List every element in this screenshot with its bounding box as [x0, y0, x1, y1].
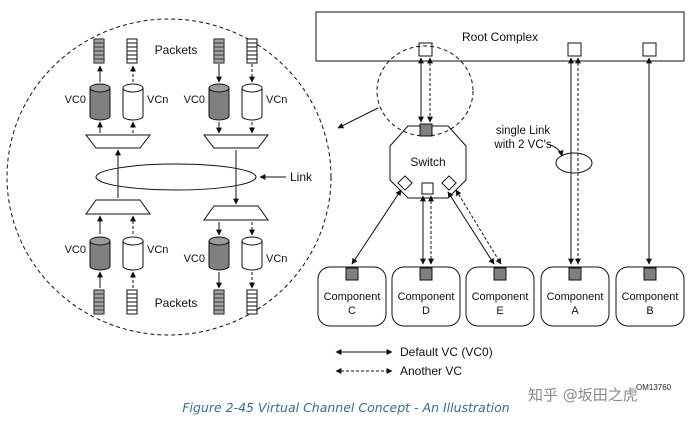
switch-port-e [441, 175, 457, 191]
root-port-2 [567, 42, 582, 57]
svg-text:C: C [348, 305, 356, 317]
component-d: Component D [391, 266, 461, 327]
root-complex-label: Root Complex [462, 30, 538, 44]
svg-text:B: B [646, 305, 653, 317]
zoom-arrow [337, 107, 379, 129]
svg-text:Component: Component [547, 291, 604, 303]
vc0-label-tl: VC0 [65, 94, 86, 106]
legend-default-vc: Default VC (VC0) [400, 345, 493, 359]
link-label: Link [290, 170, 313, 184]
switch-label: Switch [410, 155, 445, 169]
packets-label-top: Packets [155, 43, 198, 57]
vc0-label-bl: VC0 [65, 244, 86, 256]
component-b: Component B [615, 266, 685, 327]
switch: Switch [389, 123, 467, 199]
zoom-circle-large [6, 18, 332, 336]
packet-stacks [93, 38, 258, 315]
vcn-label-br: VCn [266, 253, 287, 265]
svg-text:Component: Component [622, 291, 679, 303]
mux-blocks [84, 134, 270, 221]
vcn-label-tr: VCn [266, 94, 287, 106]
component-c: Component C [317, 266, 387, 327]
vcn-label-bl: VCn [147, 244, 168, 256]
svg-text:E: E [496, 305, 503, 317]
svg-text:Component: Component [472, 291, 529, 303]
svg-text:Component: Component [398, 291, 455, 303]
vc0-label-br: VC0 [184, 253, 205, 265]
watermark: 知乎 @坂田之虎 [528, 386, 638, 404]
zoom-circle-small [376, 45, 474, 137]
single-link-ellipse [555, 152, 593, 174]
switch-port-d [421, 182, 434, 195]
packets-label-bottom: Packets [155, 296, 198, 310]
legend: Default VC (VC0) Another VC [335, 345, 493, 378]
figure-caption: Figure 2-45 Virtual Channel Concept - An… [182, 400, 510, 415]
component-a: Component A [540, 266, 610, 327]
single-link-label-1: single Link [496, 125, 551, 137]
root-complex: Root Complex [315, 11, 685, 62]
switch-port-c [397, 175, 413, 191]
vcn-label-tl: VCn [147, 94, 168, 106]
figure-code: OM13760 [636, 383, 672, 392]
svg-text:Component: Component [324, 291, 381, 303]
detail-arrows [97, 64, 255, 289]
root-port-1 [418, 42, 433, 57]
legend-another-vc: Another VC [400, 364, 462, 378]
svg-text:A: A [571, 305, 579, 317]
component-e: Component E [465, 266, 535, 327]
link-ellipse [95, 163, 257, 191]
root-port-3 [642, 42, 657, 57]
vc-queues [89, 83, 263, 271]
switch-upstream-port [419, 123, 433, 137]
vc0-label-tr: VC0 [184, 94, 205, 106]
svg-text:D: D [422, 305, 430, 317]
single-link-label-2: with 2 VC's [493, 139, 551, 151]
